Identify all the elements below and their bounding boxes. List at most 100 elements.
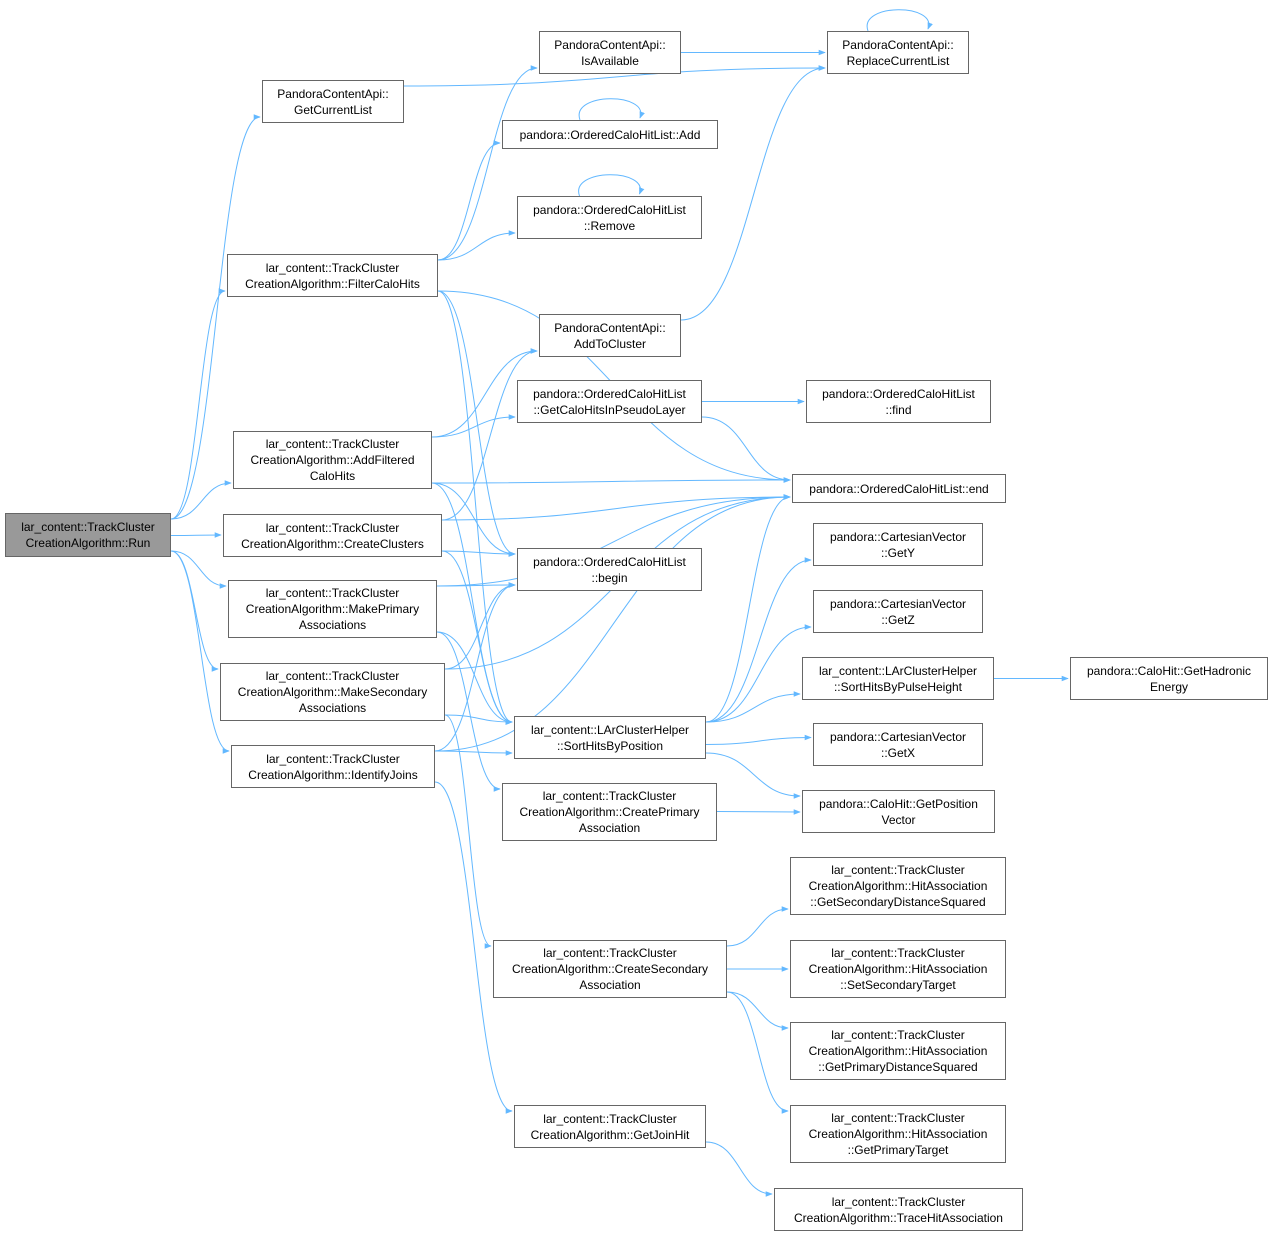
node-get-current-list[interactable]: PandoraContentApi::GetCurrentList: [262, 80, 404, 123]
node-label-line: pandora::CaloHit::GetPosition: [819, 796, 978, 811]
edge-identifyJoins-to-begin: [434, 582, 516, 752]
node-ordered-calo-hit-list-find[interactable]: pandora::OrderedCaloHitList::find: [806, 380, 991, 423]
node-label-line: lar_content::TrackCluster: [543, 1111, 677, 1126]
node-label-line: CreationAlgorithm::MakeSecondary: [237, 685, 428, 699]
node-label-line: CreationAlgorithm::TraceHitAssociation: [794, 1210, 1003, 1225]
node-label-line: CreationAlgorithm::FilterCaloHits: [245, 276, 420, 291]
edge-makePrimary-to-end: [436, 494, 791, 587]
edge-makePrimary-to-createPrimaryAssociation: [436, 631, 501, 792]
node-add-to-cluster[interactable]: PandoraContentApi::AddToCluster: [539, 314, 681, 357]
edge-sortHitsByPosition-to-sortHitsByPulseHeight: [705, 691, 801, 723]
node-cartesian-vector-get-y[interactable]: pandora::CartesianVector::GetY: [813, 523, 983, 566]
edge-filterCaloHits-to-begin: [437, 290, 516, 557]
node-label-line: CreationAlgorithm::CreatePrimary: [519, 805, 700, 819]
node-label-line: CreationAlgorithm::IdentifyJoins: [248, 767, 418, 782]
edge-sortHitsByPosition-to-end: [705, 494, 791, 723]
edge-addToCluster-to-replaceCurrentList: [680, 65, 826, 321]
node-ordered-calo-hit-list-end[interactable]: pandora::OrderedCaloHitList::end: [792, 474, 1006, 503]
edge-root-to-identifyJoins: [170, 550, 230, 754]
node-label-line: lar_content::LArClusterHelper: [530, 722, 690, 737]
edge-addFilteredCaloHits-to-getCaloHitsInPseudoLayer: [431, 414, 516, 438]
edge-createClusters-to-sortHitsByPosition: [441, 550, 513, 725]
edge-root-to-createClusters: [170, 532, 222, 538]
node-label-line: Association: [579, 978, 641, 992]
edge-root-to-addFilteredCaloHits: [170, 480, 232, 520]
edge-createPrimaryAssociation-to-getPositionVector: [716, 809, 801, 815]
edge-createSecondaryAssociation-to-getPrimaryDistanceSquared: [726, 991, 789, 1031]
node-ordered-calo-hit-list-add[interactable]: pandora::OrderedCaloHitList::Add: [502, 120, 718, 149]
node-sort-hits-by-pulse-height[interactable]: lar_content::LArClusterHelper::SortHitsB…: [802, 657, 994, 700]
node-label-line: ::find: [885, 402, 912, 417]
node-ordered-calo-hit-list-remove[interactable]: pandora::OrderedCaloHitList::Remove: [517, 196, 702, 239]
node-label-line: IsAvailable: [581, 53, 639, 68]
node-label-line: lar_content::TrackCluster: [831, 946, 965, 960]
edge-replaceCurrentList-to-replaceCurrentList: [866, 9, 933, 32]
node-label-line: PandoraContentApi::: [554, 320, 666, 335]
edge-getCaloHitsInPseudoLayer-to-end: [701, 416, 791, 483]
node-label-line: pandora::OrderedCaloHitList: [533, 554, 686, 569]
node-label-line: CreationAlgorithm::HitAssociation: [808, 879, 988, 893]
edge-makeSecondary-to-sortHitsByPosition: [444, 714, 513, 725]
node-label-line: CreationAlgorithm::AddFiltered: [250, 453, 415, 467]
node-label-line: lar_content::TrackCluster: [265, 520, 400, 535]
node-label-line: Associations: [298, 618, 367, 632]
edge-identifyJoins-to-end: [434, 494, 791, 752]
edge-createClusters-to-end: [441, 494, 791, 521]
node-replace-current-list[interactable]: PandoraContentApi::ReplaceCurrentList: [827, 31, 969, 74]
edge-addFilteredCaloHits-to-addToCluster: [431, 348, 538, 438]
edge-filterCaloHits-to-add: [437, 140, 501, 261]
node-label-line: ::Remove: [583, 218, 636, 233]
node-label-line: ::begin: [591, 570, 628, 585]
node-label-line: ::GetSecondaryDistanceSquared: [810, 895, 986, 909]
edge-remove-to-remove: [578, 174, 645, 197]
node-cartesian-vector-get-x[interactable]: pandora::CartesianVector::GetX: [813, 723, 983, 766]
node-cartesian-vector-get-z[interactable]: pandora::CartesianVector::GetZ: [813, 590, 983, 633]
node-label-line: CreationAlgorithm::CreateSecondary: [511, 962, 709, 976]
node-label-line: PandoraContentApi::: [277, 86, 389, 101]
edge-makeSecondary-to-begin: [444, 582, 516, 670]
node-sort-hits-by-position[interactable]: lar_content::LArClusterHelper::SortHitsB…: [514, 716, 706, 759]
edge-getCurrentList-to-replaceCurrentList: [403, 65, 826, 87]
node-label-line: CreationAlgorithm::HitAssociation: [808, 962, 988, 976]
node-get-calo-hits-in-pseudo-layer[interactable]: pandora::OrderedCaloHitList::GetCaloHits…: [517, 380, 702, 423]
node-label-line: ::GetCaloHitsInPseudoLayer: [533, 402, 686, 417]
node-label-line: lar_content::TrackCluster: [831, 1028, 965, 1042]
node-label-line: CreationAlgorithm::MakePrimary: [245, 602, 420, 616]
node-label-line: lar_content::TrackCluster: [21, 520, 155, 534]
edge-root-to-getCurrentList: [170, 114, 261, 520]
node-is-available[interactable]: PandoraContentApi::IsAvailable: [539, 31, 681, 74]
edge-filterCaloHits-to-isAvailable: [437, 65, 538, 261]
node-ordered-calo-hit-list-begin[interactable]: pandora::OrderedCaloHitList::begin: [517, 548, 702, 591]
node-label-line: lar_content::TrackCluster: [265, 586, 400, 600]
edge-makePrimary-to-sortHitsByPosition: [436, 631, 513, 725]
edge-getJoinHit-to-traceHitAssociation: [705, 1141, 773, 1197]
node-label-line: pandora::CartesianVector: [829, 729, 967, 744]
node-label-line: CreationAlgorithm::HitAssociation: [808, 1127, 988, 1141]
node-label-line: pandora::CartesianVector: [829, 529, 967, 544]
node-label-line: lar_content::TrackCluster: [265, 669, 400, 683]
node-label-line: CreationAlgorithm::GetJoinHit: [530, 1127, 690, 1142]
node-label-line: lar_content::TrackCluster: [266, 751, 400, 766]
edge-makeSecondary-to-createSecondaryAssociation: [444, 714, 492, 949]
edge-createClusters-to-begin: [441, 550, 516, 557]
edge-root-to-makePrimary: [170, 550, 227, 589]
node-label-line: CreationAlgorithm::Run: [25, 536, 151, 550]
edge-sortHitsByPosition-to-getZ: [705, 624, 812, 723]
